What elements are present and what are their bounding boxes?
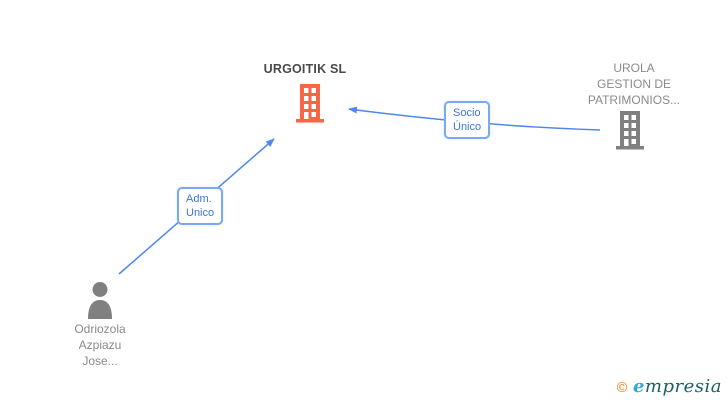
building-icon[interactable] [295, 84, 325, 124]
brand-lead-letter: e [632, 376, 645, 397]
node-person-line-2: Azpiazu [78, 338, 122, 352]
node-urola-label[interactable]: UROLA GESTION DE PATRIMONIOS... [572, 60, 696, 108]
node-urola-line-1: UROLA [613, 61, 655, 75]
node-urola-line-3: PATRIMONIOS... [587, 93, 681, 107]
brand-wordmark: empresia [633, 376, 722, 397]
node-person-label[interactable]: Odriozola Azpiazu Jose... [40, 321, 160, 369]
edge-label-adm-unico[interactable]: Adm. Unico [177, 187, 224, 225]
person-icon[interactable] [84, 281, 116, 319]
node-urola-line-2: GESTION DE [596, 77, 671, 91]
node-person-line-3: Jose... [82, 354, 118, 368]
empresia-logo[interactable]: © empresia [615, 376, 722, 397]
building-icon[interactable] [615, 111, 645, 151]
copyright-icon: © [614, 380, 629, 396]
node-person-line-1: Odriozola [74, 322, 126, 336]
edge-label-socio-line-2: Único [453, 121, 482, 133]
edge-label-adm-line-1: Adm. [186, 193, 212, 205]
edge-label-socio-line-1: Socio [453, 107, 481, 119]
edge-label-adm-line-2: Unico [186, 207, 215, 219]
node-urgoitik-title[interactable]: URGOITIK SL [263, 62, 347, 76]
edge-label-socio-unico[interactable]: Socio Único [444, 101, 491, 139]
brand-rest: mpresia [644, 376, 722, 397]
